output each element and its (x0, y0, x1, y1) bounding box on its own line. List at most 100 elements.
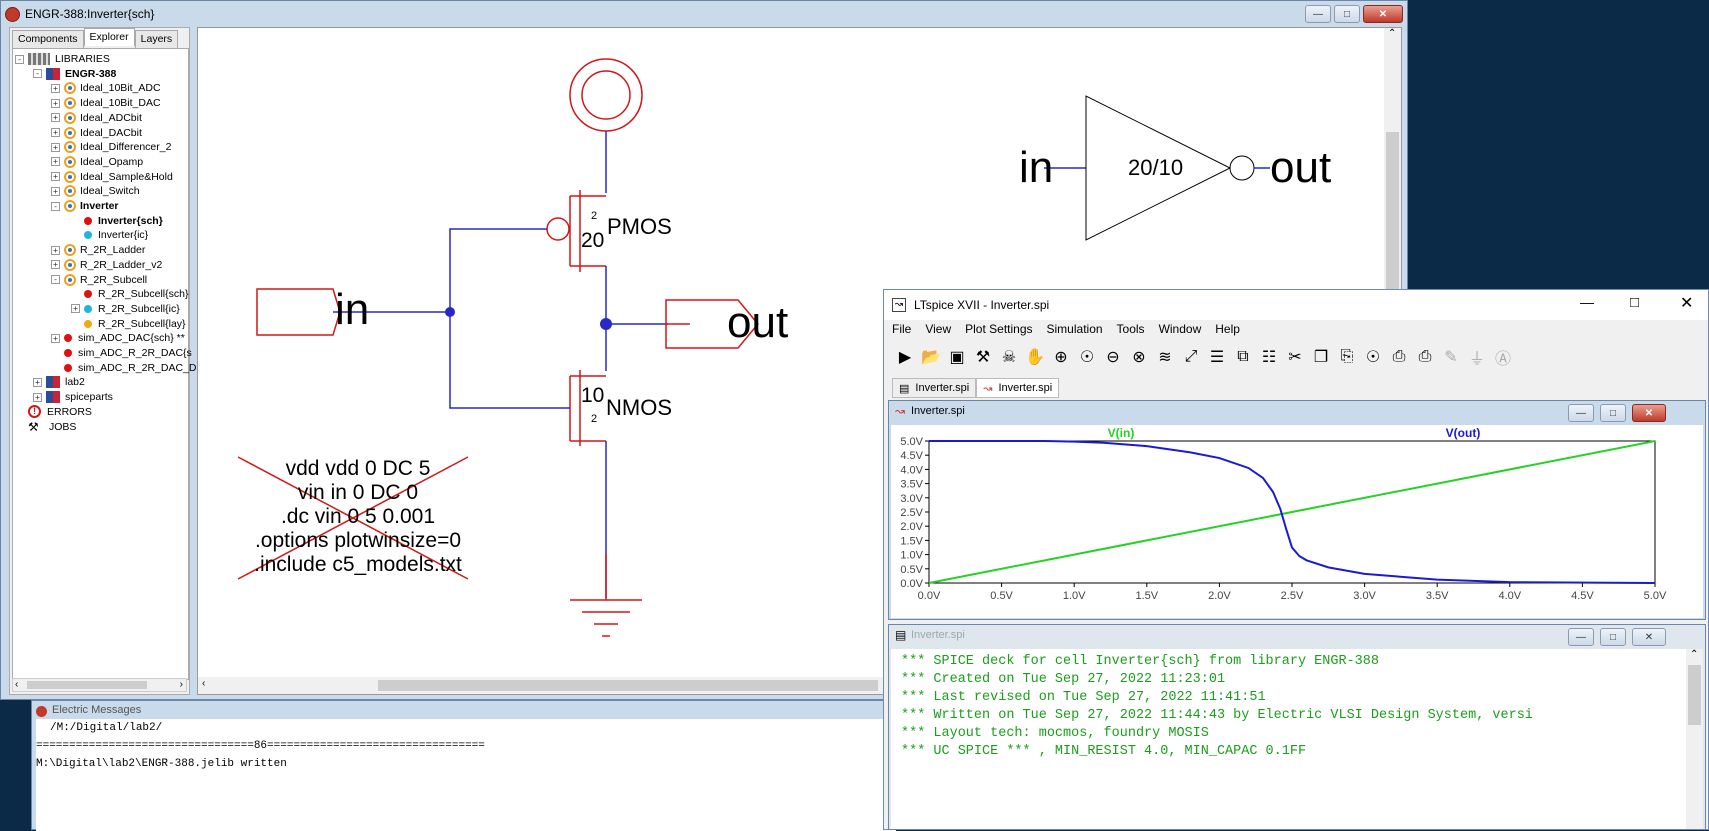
scroll-left-arrow-icon[interactable]: ‹ (15, 679, 19, 690)
tree-item[interactable]: +sim_ADC_DAC{sch} ** (51, 330, 185, 346)
netlist-editor[interactable]: *** SPICE deck for cell Inverter{sch} fr… (891, 649, 1686, 829)
tree-hscrollbar[interactable]: ‹ › (12, 678, 187, 692)
doc-tab-netlist[interactable]: ▤ Inverter.spi (892, 378, 977, 398)
collapse-icon[interactable]: - (15, 54, 24, 64)
print-setup-icon[interactable]: ⎙ (1418, 348, 1432, 365)
inverter-symbol[interactable] (1044, 95, 1270, 241)
tree-item[interactable]: !ERRORS (15, 404, 92, 420)
hscroll-left-arrow-icon[interactable]: ‹ (202, 678, 206, 689)
tree-item[interactable]: +Ideal_Switch (51, 183, 140, 199)
expand-icon[interactable]: + (51, 333, 60, 343)
messages-console[interactable]: /M:/Digital/lab2/=======================… (36, 719, 896, 831)
tree-item[interactable]: R_2R_Subcell{sch} (71, 286, 188, 302)
run-icon[interactable]: ▶ (898, 349, 912, 366)
expand-icon[interactable]: + (51, 157, 60, 167)
expand-icon[interactable]: + (51, 128, 60, 137)
netlist-maximize-button[interactable]: □ (1600, 628, 1626, 646)
doc-tab-waveform[interactable]: ↝ Inverter.spi (976, 378, 1060, 398)
ground-icon[interactable]: ⏚ (1468, 351, 1485, 368)
pencil-icon[interactable]: ✎ (1444, 349, 1458, 366)
electric-titlebar[interactable]: ENGR-388:Inverter{sch} — □ ✕ (1, 1, 1407, 27)
tab-explorer[interactable]: Explorer (83, 28, 135, 46)
save-icon[interactable]: ▣ (949, 349, 965, 366)
tree-item[interactable]: -ENGR-388 (33, 66, 116, 82)
plot-minimize-button[interactable]: — (1568, 404, 1594, 422)
find-icon[interactable]: ☉ (1365, 349, 1381, 366)
expand-icon[interactable]: + (33, 392, 42, 402)
menu-help[interactable]: Help (1215, 322, 1240, 336)
collapse-icon[interactable]: - (33, 69, 42, 79)
label-icon[interactable]: Ⓐ (1494, 351, 1511, 368)
tree-item[interactable]: +Ideal_Sample&Hold (51, 169, 173, 185)
netlist-vscrollbar[interactable]: ⌃ (1686, 649, 1703, 829)
menu-window[interactable]: Window (1158, 322, 1202, 336)
netlist-close-button[interactable]: ✕ (1632, 628, 1666, 646)
expand-icon[interactable]: + (33, 377, 42, 387)
expand-icon[interactable]: + (51, 113, 60, 123)
menu-simulation[interactable]: Simulation (1046, 322, 1103, 336)
tree-item[interactable]: R_2R_Subcell{lay} (71, 316, 186, 332)
ltspice-minimize-button[interactable]: — (1580, 294, 1594, 310)
tree-item[interactable]: sim_ADC_R_2R_DAC_D (51, 360, 196, 376)
hscroll-thumb[interactable] (378, 680, 878, 691)
ltspice-titlebar[interactable]: ↝ LTspice XVII - Inverter.spi — □ ✕ (884, 290, 1708, 320)
expand-icon[interactable]: + (51, 172, 60, 182)
collapse-icon[interactable]: - (51, 275, 60, 284)
hammer-icon[interactable]: ⚒ (975, 349, 991, 366)
plot-maximize-button[interactable]: □ (1600, 404, 1626, 422)
tree-item[interactable]: ⚒JOBS (15, 419, 76, 435)
tree-item[interactable]: +Ideal_Differencer_2 (51, 139, 171, 155)
tree-item[interactable]: +R_2R_Subcell{ic} (71, 301, 180, 317)
cascade-icon[interactable]: ⧉ (1237, 348, 1249, 365)
tree-item[interactable]: sim_ADC_R_2R_DAC{s (51, 345, 192, 361)
halt-icon[interactable]: ☠ (1001, 349, 1017, 366)
scroll-up-arrow-icon[interactable]: ⌃ (1388, 28, 1397, 39)
netlist-minimize-button[interactable]: — (1568, 628, 1594, 646)
paste-icon[interactable]: ⎘ (1340, 348, 1354, 365)
zoom-full-icon[interactable]: ☉ (1079, 349, 1095, 366)
tree-item[interactable]: +Ideal_10Bit_ADC (51, 80, 161, 96)
cut-icon[interactable]: ✂ (1288, 349, 1302, 366)
waveform-chart[interactable]: 0.0V0.5V1.0V1.5V2.0V2.5V3.0V3.5V4.0V4.5V… (891, 425, 1703, 618)
plot-close-button[interactable]: ✕ (1632, 404, 1666, 422)
tree-item[interactable]: -Inverter (51, 198, 119, 214)
tab-components[interactable]: Components (12, 30, 84, 48)
expand-icon[interactable]: + (51, 98, 60, 108)
expand-icon[interactable]: + (71, 304, 80, 314)
expand-icon[interactable]: + (51, 245, 60, 255)
tree-item[interactable]: +lab2 (33, 374, 85, 390)
netlist-scroll-thumb[interactable] (1688, 665, 1701, 725)
zoom-in-icon[interactable]: ⊕ (1054, 349, 1068, 366)
tree-item[interactable]: Inverter{sch} (71, 213, 163, 229)
close-button[interactable]: ✕ (1363, 5, 1403, 23)
fit-icon[interactable]: ⤢ (1184, 348, 1198, 365)
copy-icon[interactable]: ❐ (1313, 349, 1329, 366)
zoom-out-icon[interactable]: ⊖ (1106, 349, 1120, 366)
tree-item[interactable]: +R_2R_Ladder_v2 (51, 257, 162, 273)
tree-item[interactable]: +Ideal_DACbit (51, 125, 142, 141)
tree-item[interactable]: +Ideal_Opamp (51, 154, 143, 170)
menu-file[interactable]: File (892, 322, 912, 336)
expand-icon[interactable]: + (51, 142, 60, 152)
out-port[interactable] (665, 299, 759, 349)
menu-tools[interactable]: Tools (1116, 322, 1145, 336)
tree-item[interactable]: +Ideal_ADCbit (51, 110, 142, 126)
expand-icon[interactable]: + (51, 83, 60, 93)
ltspice-close-button[interactable]: ✕ (1680, 295, 1694, 312)
in-port[interactable] (256, 288, 341, 336)
tile-v-icon[interactable]: ☷ (1261, 349, 1277, 366)
menu-view[interactable]: View (925, 322, 952, 336)
tree-item[interactable]: -LIBRARIES (15, 51, 110, 67)
tree-item[interactable]: +R_2R_Ladder (51, 242, 145, 258)
minimize-button[interactable]: — (1305, 5, 1331, 23)
maximize-button[interactable]: □ (1334, 5, 1360, 23)
scroll-right-arrow-icon[interactable]: › (179, 679, 183, 690)
zoom-cancel-icon[interactable]: ⊗ (1132, 349, 1146, 366)
collapse-icon[interactable]: - (51, 201, 60, 211)
open-icon[interactable]: 📂 (921, 349, 941, 366)
netlist-scroll-up-icon[interactable]: ⌃ (1690, 649, 1699, 660)
tree-item[interactable]: Inverter{ic} (71, 227, 148, 243)
expand-icon[interactable]: + (51, 186, 60, 196)
tree-item[interactable]: +Ideal_10Bit_DAC (51, 95, 161, 111)
